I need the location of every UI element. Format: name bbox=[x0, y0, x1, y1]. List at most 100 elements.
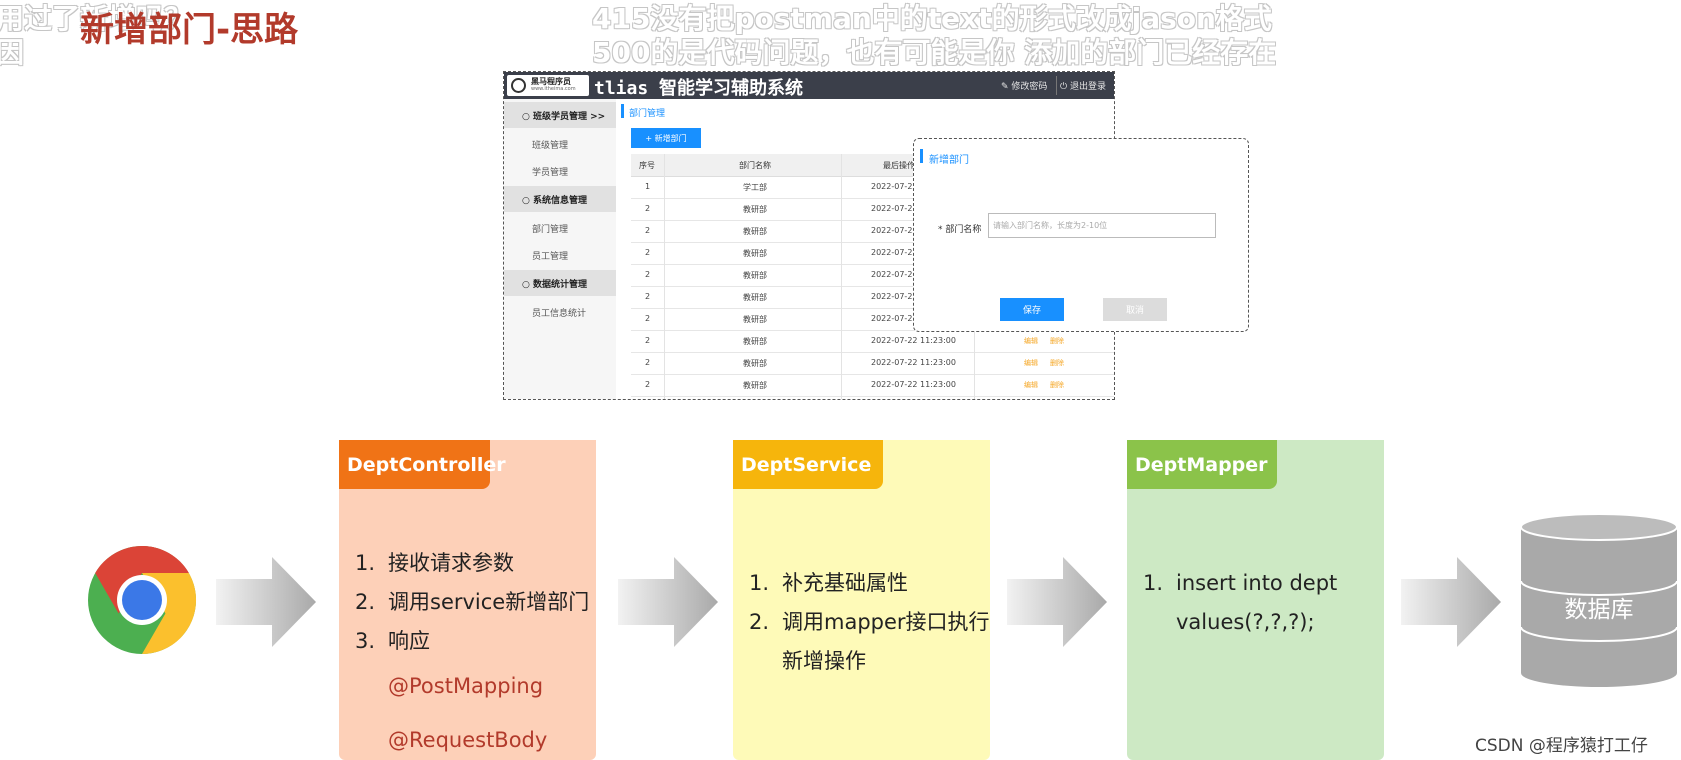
edit-link[interactable]: 编辑 bbox=[1024, 359, 1038, 367]
row-name: 教研部 bbox=[743, 359, 767, 368]
logo-sub: www.itheima.com bbox=[531, 86, 576, 92]
table-row: 2 教研部 2022-07-22 bbox=[631, 242, 1114, 265]
row-name: 教研部 bbox=[743, 271, 767, 280]
row-time: 2022-07-22 11:23:00 bbox=[871, 380, 956, 389]
row-no: 2 bbox=[645, 292, 651, 301]
row-no: 2 bbox=[645, 314, 651, 323]
dept-name-input[interactable]: 请输入部门名称，长度为2-10位 bbox=[988, 213, 1216, 238]
credit-watermark: CSDN @程序猿打工仔 bbox=[1475, 736, 1648, 756]
sidebar-group-label: ○ 班级学员管理 >> bbox=[522, 112, 606, 122]
delete-link[interactable]: 删除 bbox=[1050, 337, 1064, 345]
annotation-postmapping: @PostMapping bbox=[388, 674, 544, 698]
breadcrumb-marker bbox=[621, 104, 624, 118]
sidebar-item-student[interactable]: 学员管理 bbox=[532, 168, 569, 178]
chrome-icon bbox=[88, 546, 197, 654]
add-dept-button[interactable]: + 新增部门 bbox=[631, 128, 701, 148]
delete-link[interactable]: 删除 bbox=[1050, 359, 1064, 367]
step-number: 2. bbox=[749, 610, 770, 634]
list-item: 新增操作 bbox=[749, 642, 990, 681]
step-number: 2. bbox=[355, 590, 376, 614]
col-divider bbox=[664, 154, 665, 399]
step-text: values(?,?,?); bbox=[1176, 610, 1315, 634]
row-no: 2 bbox=[645, 336, 651, 345]
edit-link[interactable]: 编辑 bbox=[1024, 337, 1038, 345]
database-icon bbox=[1520, 513, 1678, 687]
system-title: tlias 智能学习辅助系统 bbox=[594, 78, 804, 99]
step-text: 补充基础属性 bbox=[782, 571, 908, 595]
overlay-right-line1: 415没有把postman中的text的形式改成jason格式 bbox=[592, 2, 1272, 35]
service-card: DeptService 1. 补充基础属性 2.调用mapper接口执行 新增操作 bbox=[733, 440, 990, 760]
overlay-left-line2: 因 bbox=[0, 36, 25, 69]
mapper-steps: 1. insert into dept values(?,?,?); bbox=[1143, 564, 1337, 642]
sidebar-group-system[interactable]: ○ 系统信息管理 bbox=[504, 186, 616, 212]
row-no: 2 bbox=[645, 204, 651, 213]
logo-text: 黑马程序员 bbox=[531, 77, 571, 86]
col-header-time: 最后操作 bbox=[883, 161, 915, 170]
sidebar-group-class[interactable]: ○ 班级学员管理 >> bbox=[504, 102, 616, 128]
row-time: 2022-07-22 bbox=[871, 248, 918, 257]
row-no: 2 bbox=[645, 248, 651, 257]
list-item: 3.响应 bbox=[355, 622, 589, 661]
list-item: 2.调用mapper接口执行 bbox=[749, 603, 990, 642]
step-text: insert into dept bbox=[1176, 571, 1338, 595]
database-label: 数据库 bbox=[1564, 597, 1634, 623]
change-password-link[interactable]: ✎ 修改密码 bbox=[1001, 79, 1047, 92]
sidebar-item-employee[interactable]: 员工管理 bbox=[532, 252, 569, 262]
logout-label: 退出登录 bbox=[1070, 82, 1107, 92]
sidebar-group-stats[interactable]: ○ 数据统计管理 bbox=[504, 270, 616, 296]
list-item: 1. insert into dept bbox=[1143, 564, 1337, 603]
sidebar: ○ 班级学员管理 >> 班级管理 学员管理 ○ 系统信息管理 部门管理 员工管理… bbox=[504, 99, 616, 399]
sidebar-item-class[interactable]: 班级管理 bbox=[532, 141, 569, 151]
row-no: 2 bbox=[645, 270, 651, 279]
step-number: 1. bbox=[355, 551, 376, 575]
list-item: 1. 补充基础属性 bbox=[749, 564, 990, 603]
table-row: 2 教研部 2022-07-22 bbox=[631, 308, 1114, 331]
logo: 黑马程序员 www.itheima.com bbox=[507, 75, 589, 96]
sidebar-item-emp-stats[interactable]: 员工信息统计 bbox=[532, 309, 587, 319]
row-time: 2022-07-22 bbox=[871, 182, 918, 191]
list-item: 1. 接收请求参数 bbox=[355, 544, 589, 583]
delete-link[interactable]: 删除 bbox=[1050, 381, 1064, 389]
overlay-left-line1: 用过了新增吗？ bbox=[0, 2, 193, 35]
sidebar-item-dept[interactable]: 部门管理 bbox=[532, 225, 569, 235]
dept-name-label: * 部门名称 bbox=[938, 225, 982, 235]
row-name: 教研部 bbox=[743, 315, 767, 324]
edit-icon: ✎ bbox=[1001, 82, 1009, 92]
row-time: 2022-07-22 bbox=[871, 226, 918, 235]
header-divider bbox=[1056, 76, 1057, 95]
add-dept-dialog: 新增部门 * 部门名称 请输入部门名称，长度为2-10位 保存 取消 bbox=[913, 138, 1249, 332]
row-no: 2 bbox=[645, 358, 651, 367]
dialog-title-marker bbox=[920, 149, 923, 163]
save-button[interactable]: 保存 bbox=[1000, 298, 1064, 321]
col-header-no: 序号 bbox=[639, 161, 655, 170]
logout-link[interactable]: ⏻ 退出登录 bbox=[1060, 79, 1106, 92]
step-number: 1. bbox=[1143, 571, 1164, 595]
mapper-title: DeptMapper bbox=[1127, 440, 1277, 489]
step-text: 响应 bbox=[388, 629, 430, 653]
row-time: 2022-07-22 11:23:00 bbox=[871, 336, 956, 345]
row-name: 教研部 bbox=[743, 205, 767, 214]
app-header: 黑马程序员 www.itheima.com tlias 智能学习辅助系统 ✎ 修… bbox=[504, 72, 1114, 99]
row-time: 2022-07-22 bbox=[871, 314, 918, 323]
row-no: 2 bbox=[645, 380, 651, 389]
cancel-button[interactable]: 取消 bbox=[1103, 298, 1167, 321]
step-number: 1. bbox=[749, 571, 770, 595]
row-time: 2022-07-22 bbox=[871, 270, 918, 279]
dialog-title: 新增部门 bbox=[929, 155, 969, 166]
mapper-card: DeptMapper 1. insert into dept values(?,?… bbox=[1127, 440, 1384, 760]
overlay-caption-left: 用过了新增吗？ 因 bbox=[0, 2, 192, 70]
step-text: 接收请求参数 bbox=[388, 551, 514, 575]
sidebar-group-label: ○ 数据统计管理 bbox=[522, 280, 587, 290]
row-time: 2022-07-22 bbox=[871, 292, 918, 301]
flow-arrow bbox=[1401, 557, 1501, 647]
breadcrumb: 部门管理 bbox=[629, 109, 666, 119]
flow-arrow bbox=[1007, 557, 1107, 647]
row-name: 教研部 bbox=[743, 249, 767, 258]
controller-card: DeptController 1.接收请求参数 2.调用service新增部门 … bbox=[339, 440, 596, 760]
service-title: DeptService bbox=[733, 440, 883, 489]
edit-link[interactable]: 编辑 bbox=[1024, 381, 1038, 389]
